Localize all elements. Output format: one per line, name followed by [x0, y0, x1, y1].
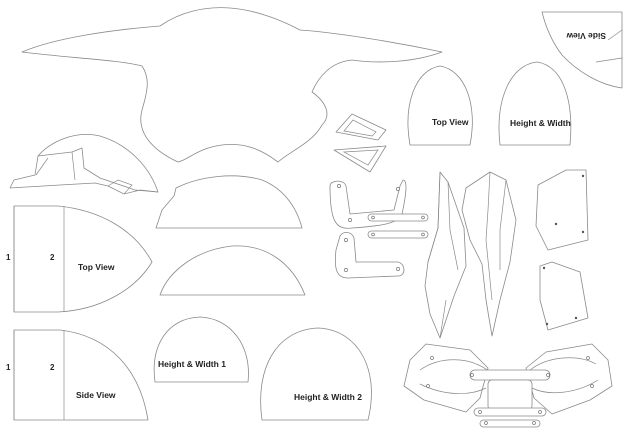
height-width-2-piece: [260, 327, 372, 421]
hole: [478, 410, 482, 414]
assembly-center-bar: [469, 369, 551, 381]
blade-right-crease: [485, 171, 507, 301]
hole: [337, 184, 341, 188]
crest-piece: [21, 7, 443, 163]
hole: [421, 215, 425, 220]
strap-1: [367, 213, 429, 222]
hole: [426, 384, 430, 388]
helmet-side-piece: [9, 134, 159, 193]
hole: [532, 421, 536, 425]
top-view-num-2: 2: [50, 253, 55, 262]
triangle-bracket-1-inner: [343, 119, 377, 137]
hole: [546, 373, 550, 377]
hole: [590, 384, 594, 388]
top-view-num-1: 1: [6, 253, 11, 262]
hole: [396, 187, 400, 191]
plate-rivet: [581, 230, 585, 234]
hole: [421, 232, 425, 237]
strap-2: [367, 230, 429, 239]
dome-piece-upper: [155, 175, 303, 229]
plate-rivet: [554, 222, 558, 226]
side-view-rotated-piece: [541, 11, 623, 89]
side-view-large-label: Side View: [76, 390, 116, 400]
height-width-1-label: Height & Width 1: [158, 359, 226, 369]
hole: [371, 215, 375, 220]
blade-left: [424, 171, 467, 339]
side-plate-upper: [535, 169, 589, 251]
hole: [396, 267, 400, 271]
triangle-bracket-2-inner: [342, 149, 379, 166]
hole: [470, 373, 474, 377]
top-view-small-label: Top View: [432, 117, 469, 127]
height-width-small-piece: [498, 61, 572, 146]
assembly-center-strut: [487, 379, 533, 411]
hole: [348, 218, 352, 222]
triangle-bracket-1: [335, 113, 387, 141]
triangle-bracket-2: [333, 145, 387, 173]
plate-rivet: [542, 266, 546, 270]
top-view-large-piece: [13, 205, 153, 313]
hole: [538, 410, 542, 414]
hole: [430, 356, 434, 360]
assembly-bottom-bar: [473, 407, 547, 417]
side-view-num-1: 1: [6, 363, 11, 372]
side-view-rotated-label: Side View: [566, 31, 606, 41]
height-width-1-piece: [153, 316, 249, 383]
top-view-large-label: Top View: [78, 262, 115, 272]
hole: [586, 356, 590, 360]
blade-left-crease: [427, 171, 459, 339]
dome-piece-lower: [159, 245, 306, 296]
plate-rivet: [545, 322, 549, 326]
hole: [344, 268, 348, 272]
side-plate-lower: [539, 261, 589, 331]
height-width-2-label: Height & Width 2: [294, 392, 362, 402]
plate-rivet: [581, 174, 585, 178]
hole: [484, 421, 488, 425]
hole: [371, 232, 375, 237]
plate-rivet: [574, 316, 578, 320]
side-view-large-piece: [13, 329, 149, 421]
height-width-small-label: Height & Width: [510, 118, 571, 128]
hole: [344, 238, 348, 242]
top-view-small-piece: [407, 65, 473, 146]
side-view-rotated-lines: [595, 29, 623, 63]
l-connector-lower: [334, 232, 405, 279]
side-view-num-2: 2: [50, 363, 55, 372]
assembly-base-bar: [479, 419, 541, 428]
blade-right: [461, 171, 517, 337]
helmet-side-detail: [9, 151, 159, 195]
